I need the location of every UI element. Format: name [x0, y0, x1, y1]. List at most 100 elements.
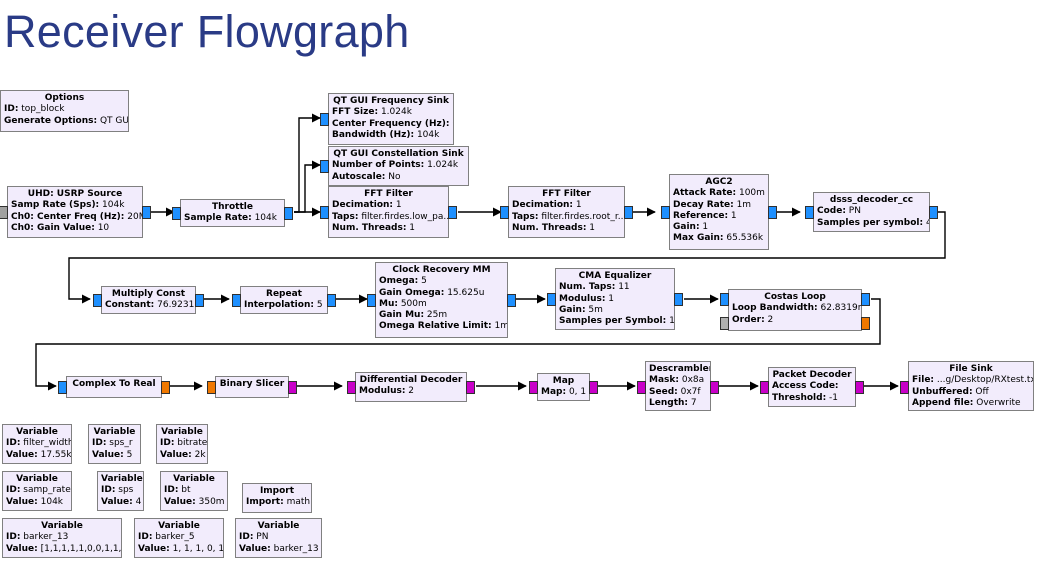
output-port-dsss[interactable] [929, 206, 938, 219]
param-key: Value: [6, 543, 38, 554]
output-port-repeat[interactable] [327, 294, 336, 307]
output-port-map[interactable] [589, 381, 598, 394]
block-param: Decimation: 1 [512, 200, 621, 211]
input-port-fft1[interactable] [320, 206, 329, 219]
param-key: Decay Rate: [673, 199, 734, 210]
param-key: Value: [138, 543, 170, 554]
input-port-repeat[interactable] [232, 294, 241, 307]
output-port-multconst[interactable] [195, 294, 204, 307]
output-port-clockrec[interactable] [507, 294, 516, 307]
param-key: Threshold: [772, 392, 827, 403]
block-title: Complex To Real [72, 379, 156, 389]
block-c2r[interactable]: Complex To Real [66, 376, 162, 398]
param-key: Sample Rate: [184, 213, 252, 224]
param-value: 0x8a [678, 375, 705, 386]
input-port-c2r[interactable] [58, 381, 67, 394]
param-value: 76.9231m [157, 300, 195, 311]
output-port-diffdec[interactable] [466, 381, 475, 394]
input-port-agc2[interactable] [661, 206, 670, 219]
param-value: 2 [405, 386, 415, 397]
output-port-costas[interactable] [861, 293, 870, 306]
input-port-uhd[interactable] [0, 206, 8, 219]
output-port-costas[interactable] [861, 317, 870, 330]
input-port-cma[interactable] [547, 293, 556, 306]
input-port-descr[interactable] [637, 381, 646, 394]
input-port-diffdec[interactable] [347, 381, 356, 394]
output-port-fft1[interactable] [448, 206, 457, 219]
input-port-multconst[interactable] [93, 294, 102, 307]
input-port-clockrec[interactable] [367, 294, 376, 307]
input-port-map[interactable] [529, 381, 538, 394]
output-port-cma[interactable] [674, 293, 683, 306]
param-value: 104k [37, 496, 64, 507]
block-param: Interpolation: 5 [244, 300, 324, 311]
param-value: 4 [132, 496, 142, 507]
param-key: Gain: [559, 304, 586, 315]
block-title: Throttle [212, 202, 253, 212]
input-port-pktdec[interactable] [760, 381, 769, 394]
output-port-descr[interactable] [710, 381, 719, 394]
param-value: sps_r [106, 438, 133, 449]
block-param: Bandwidth (Hz): 104k [332, 130, 450, 141]
param-key: Value: [6, 449, 38, 460]
block-title: QT GUI Frequency Sink [333, 96, 449, 106]
input-port-slicer[interactable] [207, 381, 216, 394]
output-port-uhd[interactable] [142, 206, 151, 219]
param-key: ID: [239, 532, 254, 543]
input-port-costas[interactable] [720, 293, 729, 306]
output-port-pktdec[interactable] [855, 381, 864, 394]
input-port-dsss[interactable] [805, 206, 814, 219]
block-param: Decimation: 1 [332, 200, 445, 211]
input-port-throttle[interactable] [172, 207, 181, 220]
param-key: Samp Rate (Sps): [11, 200, 100, 211]
output-port-slicer[interactable] [288, 381, 297, 394]
block-title: Costas Loop [764, 292, 826, 302]
block-slicer[interactable]: Binary Slicer [215, 376, 289, 398]
block-param: Gain: 5m [559, 305, 671, 316]
param-key: Modulus: [359, 386, 406, 397]
output-port-agc2[interactable] [768, 206, 777, 219]
input-port-filesink[interactable] [900, 381, 909, 394]
input-port-costas[interactable] [720, 317, 729, 330]
param-value: 25m [424, 310, 448, 321]
param-key: ID: [4, 104, 19, 115]
input-port-fft2[interactable] [500, 206, 509, 219]
output-port-throttle[interactable] [284, 207, 293, 220]
block-param: Modulus: 1 [559, 294, 671, 305]
input-port-qtfreq[interactable] [320, 113, 329, 126]
output-port-fft2[interactable] [624, 206, 633, 219]
param-key: Gain: [673, 222, 700, 233]
output-port-c2r[interactable] [161, 381, 170, 394]
param-key: ID: [160, 438, 175, 449]
input-port-qtconst[interactable] [320, 160, 329, 173]
